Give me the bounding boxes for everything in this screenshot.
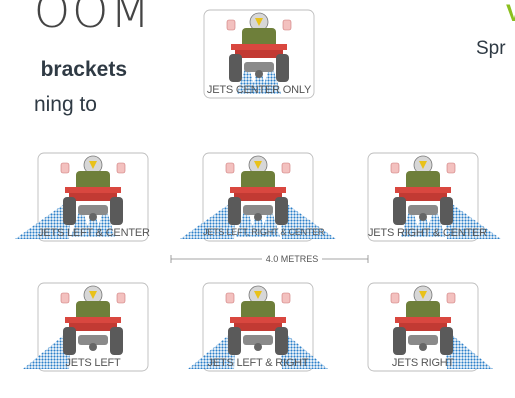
quad-with-rider — [391, 156, 455, 225]
diagram-jets-left: JETS LEFT — [38, 283, 178, 377]
diagram-label: JETS CENTER ONLY — [204, 84, 314, 96]
quad-with-rider — [61, 156, 125, 225]
diagram-label: JETS LEFT & CENTER — [38, 227, 148, 239]
diagram-label: JETS RIGHT — [368, 357, 478, 369]
quad-with-rider — [226, 156, 290, 225]
tire-left — [393, 327, 406, 355]
diagram-label: JETS LEFT, RIGHT & CENTER — [203, 227, 313, 237]
tire-left — [228, 197, 241, 225]
diagram-label: JETS RIGHT & CENTER — [368, 227, 478, 239]
tire-left — [228, 327, 241, 355]
tire-left — [393, 197, 406, 225]
width-dimension-label: 4.0 METRES — [262, 254, 322, 264]
diagram-label: JETS LEFT & RIGHT — [203, 357, 313, 369]
diagram-jets-left-right-center: JETS LEFT, RIGHT & CENTER — [203, 153, 343, 247]
quad-with-rider — [227, 13, 291, 82]
quad-with-rider — [226, 286, 290, 355]
tire-left — [63, 327, 76, 355]
diagram-jets-right-center: JETS RIGHT & CENTER — [368, 153, 508, 247]
tire-right — [276, 54, 289, 82]
tire-right — [275, 327, 288, 355]
tire-right — [110, 327, 123, 355]
tire-left — [63, 197, 76, 225]
diagram-jets-left-right: JETS LEFT & RIGHT — [203, 283, 343, 377]
tire-left — [229, 54, 242, 82]
diagram-jets-left-center: JETS LEFT & CENTER — [38, 153, 178, 247]
tire-right — [110, 197, 123, 225]
diagram-jets-right: JETS RIGHT — [368, 283, 508, 377]
brand-logo-mark: V — [506, 0, 515, 28]
bold-subheading: brackets — [41, 58, 127, 82]
diagram-jets-center-only: JETS CENTER ONLY — [204, 10, 344, 104]
quad-with-rider — [61, 286, 125, 355]
tire-right — [440, 327, 453, 355]
diagram-label: JETS LEFT — [38, 357, 148, 369]
tire-right — [440, 197, 453, 225]
quad-with-rider — [391, 286, 455, 355]
tire-right — [275, 197, 288, 225]
body-text: ning to — [34, 93, 97, 117]
brand-subtitle: Spr — [476, 38, 506, 60]
